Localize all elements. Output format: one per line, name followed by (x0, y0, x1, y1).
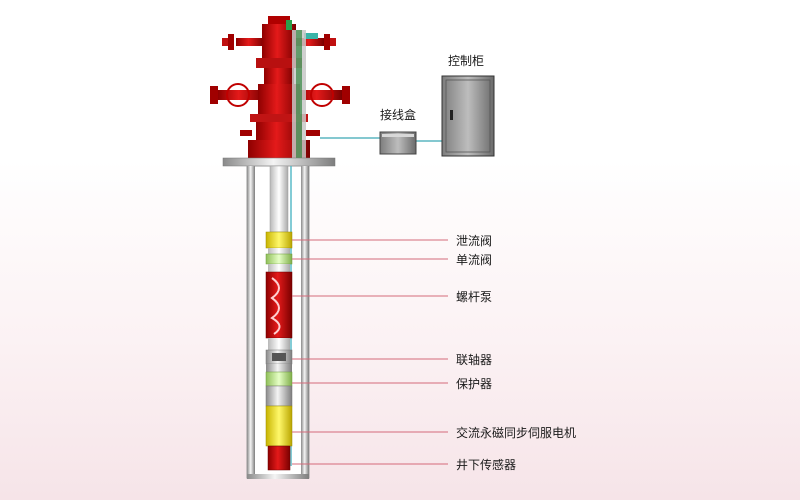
junction-box-label: 接线盒 (380, 108, 417, 122)
check-valve-part (265, 248, 293, 272)
protector-part (265, 364, 293, 407)
motor-label: 交流永磁同步伺服电机 (456, 426, 577, 440)
drain-valve-part (265, 231, 293, 249)
check-valve-label: 单流阀 (456, 253, 493, 267)
wellhead (210, 16, 350, 158)
leader-lines (292, 239, 448, 465)
screw-pump-part (265, 271, 293, 350)
downhole-sensor-label: 井下传感器 (456, 458, 517, 472)
wellhead-base-plate (222, 157, 336, 167)
junction-box (379, 131, 417, 155)
sensor-part (267, 445, 291, 471)
drain-valve-label: 泄流阀 (456, 234, 493, 248)
screw-pump-label: 螺杆泵 (456, 290, 493, 304)
coupling-label: 联轴器 (456, 353, 493, 367)
control-cabinet (441, 75, 495, 157)
control-cabinet-label: 控制柜 (448, 54, 485, 68)
protector-label: 保护器 (456, 377, 493, 391)
motor-part (265, 405, 293, 447)
coupling-part (265, 349, 293, 365)
